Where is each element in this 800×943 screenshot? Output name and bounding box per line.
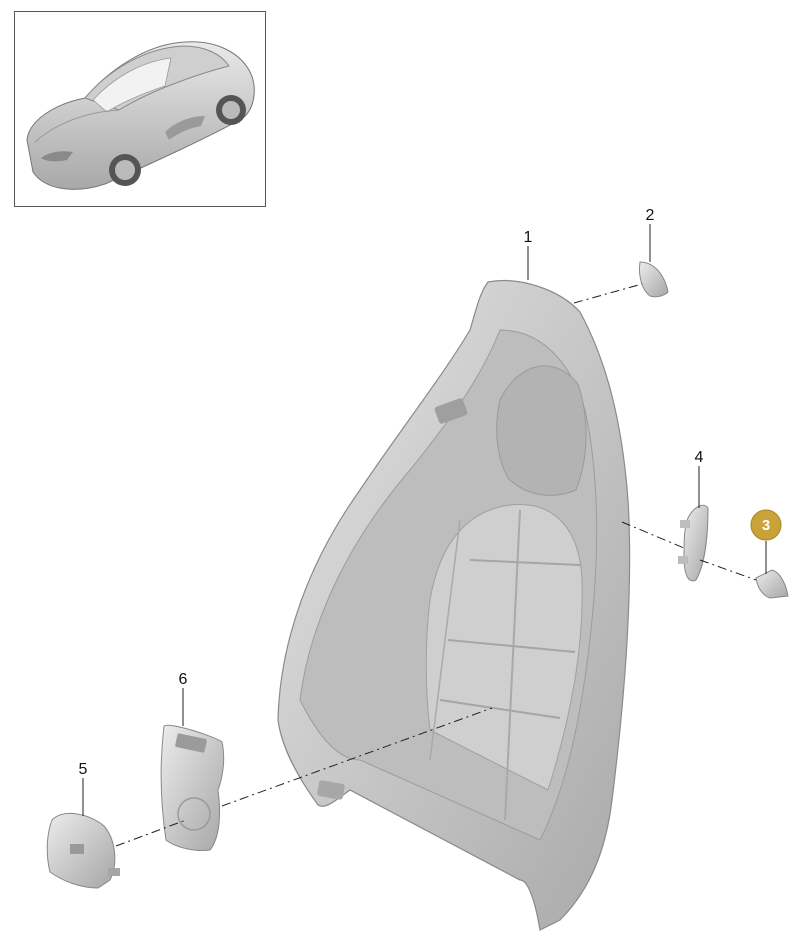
callout-1[interactable]: 1 — [524, 229, 533, 246]
top-cap — [639, 261, 669, 298]
assembly-line-5 — [115, 819, 187, 847]
assembly-lines — [115, 283, 757, 847]
adjuster-housing — [46, 812, 120, 889]
side-trim — [678, 504, 709, 582]
assembly-line-4a — [621, 521, 685, 549]
bracket-plate — [160, 724, 225, 851]
assembly-line-3 — [699, 559, 757, 581]
car-icon — [26, 41, 255, 190]
callout-2[interactable]: 2 — [646, 207, 655, 224]
callout-6[interactable]: 6 — [179, 671, 188, 688]
callout-3-badge[interactable]: 3 — [750, 509, 782, 541]
highlight-circle — [750, 509, 782, 541]
callout-4[interactable]: 4 — [695, 449, 704, 466]
clip — [755, 569, 789, 599]
assembly-line-2 — [573, 283, 643, 304]
backrest-shell — [277, 280, 631, 931]
callout-5[interactable]: 5 — [79, 761, 88, 778]
vehicle-thumbnail — [14, 11, 266, 207]
callout-3: 3 — [762, 517, 770, 534]
leader-lines — [82, 224, 767, 816]
